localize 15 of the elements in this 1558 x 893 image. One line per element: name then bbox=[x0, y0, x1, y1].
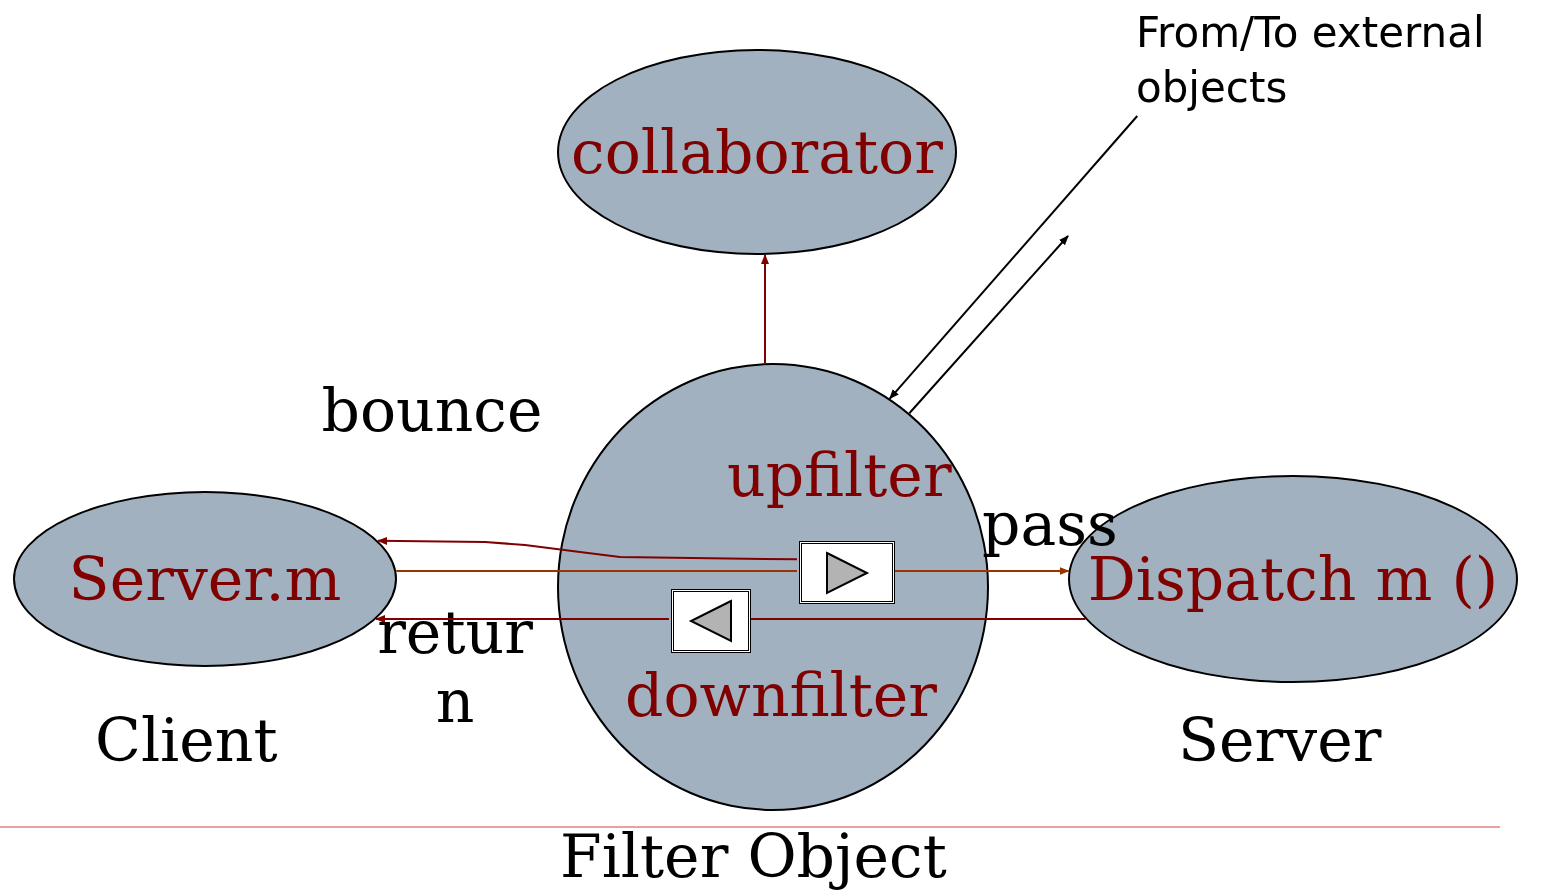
node-caption: Client bbox=[95, 710, 278, 770]
arrow bbox=[377, 536, 798, 561]
arrow bbox=[908, 235, 1069, 415]
node-label: collaborator bbox=[571, 122, 943, 182]
node-caption: Server bbox=[1178, 710, 1382, 770]
arrow bbox=[888, 115, 1139, 400]
arrow bbox=[375, 615, 670, 623]
arrow bbox=[761, 253, 769, 365]
annotation-label: retur n bbox=[376, 598, 534, 736]
filter-box bbox=[671, 589, 751, 653]
annotation-label: bounce bbox=[320, 376, 544, 445]
node-label: downfilter bbox=[625, 665, 938, 725]
annotation-label: From/To external objects bbox=[1136, 7, 1486, 114]
node-label: Server.m bbox=[68, 549, 342, 609]
filter-box bbox=[799, 541, 895, 604]
